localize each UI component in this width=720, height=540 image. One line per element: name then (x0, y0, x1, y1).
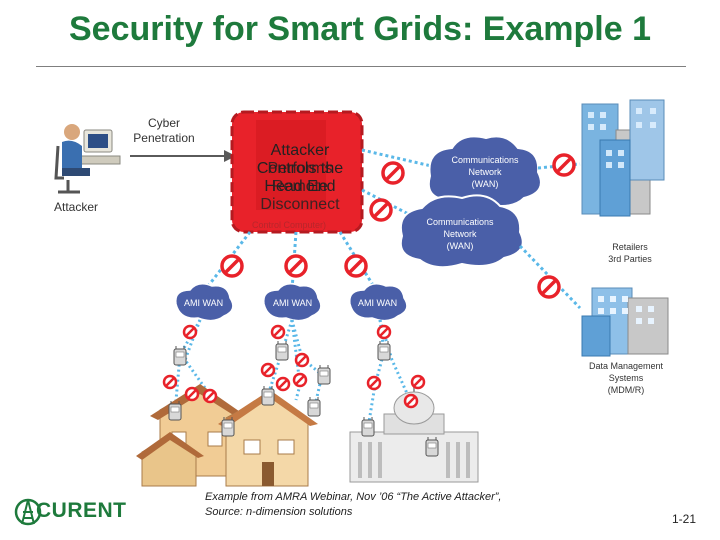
source-line-1: Example from AMRA Webinar, Nov ’06 “The … (205, 491, 502, 503)
cyber-penetration-label: Cyber Penetration (133, 116, 195, 145)
office-buildings-icon (581, 99, 665, 217)
ami-wan-label-1: AMI WAN (184, 298, 224, 308)
person-at-computer-icon (54, 124, 121, 194)
retailers-label: Retailers 3rd Parties (608, 242, 652, 264)
ami-cloud-1 (175, 283, 234, 322)
head-end-label: Attacker Controls the Head End (256, 142, 344, 195)
mdm-label: Data Management Systems (MDM/R) (588, 361, 664, 395)
capitol-building-icon (349, 382, 479, 483)
logo-text: CURENT (36, 499, 127, 522)
wan-top-label: Communications Network (WAN) (451, 155, 519, 189)
head-end-overlay-label: Performs Remote Disconnect (260, 160, 340, 213)
ami-wan-label-2: AMI WAN (273, 298, 313, 308)
head-end-server (256, 120, 326, 210)
source-citation: Example from AMRA Webinar, Nov ’06 “The … (205, 490, 501, 520)
head-end-sublabel: Control Computer) (252, 220, 327, 230)
ami-cloud-2 (263, 283, 322, 322)
tower-logo-icon (14, 498, 42, 526)
slide-number: 1-21 (672, 512, 697, 526)
source-line-2: Source: n-dimension solutions (205, 506, 353, 518)
slide-title: Security for Smart Grids: Example 1 (69, 10, 651, 48)
data-center-buildings-icon (581, 287, 669, 357)
title-divider (36, 66, 686, 67)
ami-cloud-3 (349, 283, 408, 322)
wan-cloud-bottom (399, 194, 524, 269)
ami-wan-label-3: AMI WAN (358, 298, 398, 308)
wan-bottom-label: Communications Network (WAN) (426, 217, 494, 251)
attacker-label: Attacker (54, 200, 99, 214)
penetration-arrowhead (224, 150, 236, 162)
